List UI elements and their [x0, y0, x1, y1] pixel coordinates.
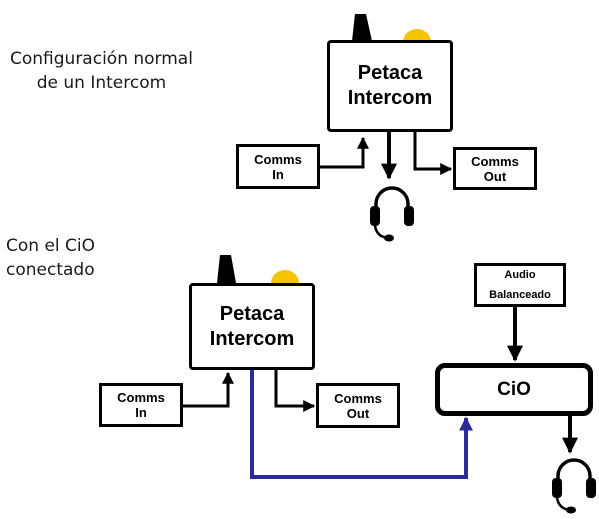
comms-out-box: Comms Out — [316, 383, 400, 428]
caption-line: de un Intercom — [36, 73, 167, 93]
cio-box: CiO — [435, 363, 593, 416]
headset-icon — [368, 186, 416, 244]
box-label-line: Out — [483, 168, 507, 184]
box-label-line: Comms — [117, 390, 165, 405]
petaca-intercom-box: Petaca Intercom — [327, 40, 453, 132]
caption-line: Con el CiO — [6, 236, 96, 256]
box-label-line: Intercom — [347, 87, 433, 109]
caption-line: conectado — [6, 260, 95, 280]
beacon-light-icon — [271, 270, 299, 283]
audio-balanceado-box: Audio Balanceado — [474, 263, 566, 307]
antenna-icon — [217, 255, 236, 283]
comms-in-arrow — [319, 136, 369, 169]
box-label-line: Comms — [471, 153, 519, 169]
antenna-icon — [352, 14, 372, 41]
box-label-line: Balanceado — [489, 289, 551, 301]
beacon-light-icon — [403, 29, 431, 42]
box-label-line: Comms — [334, 390, 382, 406]
section-1-graphics — [319, 14, 453, 244]
box-label-line: Audio — [504, 269, 536, 281]
section-1-caption: Configuración normal de un Intercom — [10, 47, 193, 95]
audio-link-arrow — [250, 369, 473, 479]
comms-in-box: Comms In — [236, 144, 320, 189]
comms-out-box: Comms Out — [453, 147, 537, 190]
headset-icon — [550, 458, 598, 516]
box-label-line: In — [272, 166, 284, 182]
box-label-line: Out — [346, 405, 370, 421]
box-label-line: Petaca — [357, 62, 423, 84]
comms-out-arrow — [274, 369, 316, 412]
comms-out-arrow — [413, 131, 453, 175]
comms-in-box: Comms In — [99, 383, 183, 427]
box-label-line: In — [135, 405, 147, 420]
caption-line: Configuración normal — [10, 49, 193, 69]
petaca-intercom-box: Petaca Intercom — [189, 283, 315, 370]
box-label-line: Petaca — [219, 302, 285, 325]
comms-in-arrow — [183, 371, 234, 408]
cio-label: CiO — [497, 378, 531, 400]
box-label-line: Intercom — [209, 327, 295, 350]
section-2-graphics — [183, 255, 598, 516]
section-2-caption: Con el CiO conectado — [6, 234, 95, 282]
box-label-line: Comms — [254, 151, 302, 167]
